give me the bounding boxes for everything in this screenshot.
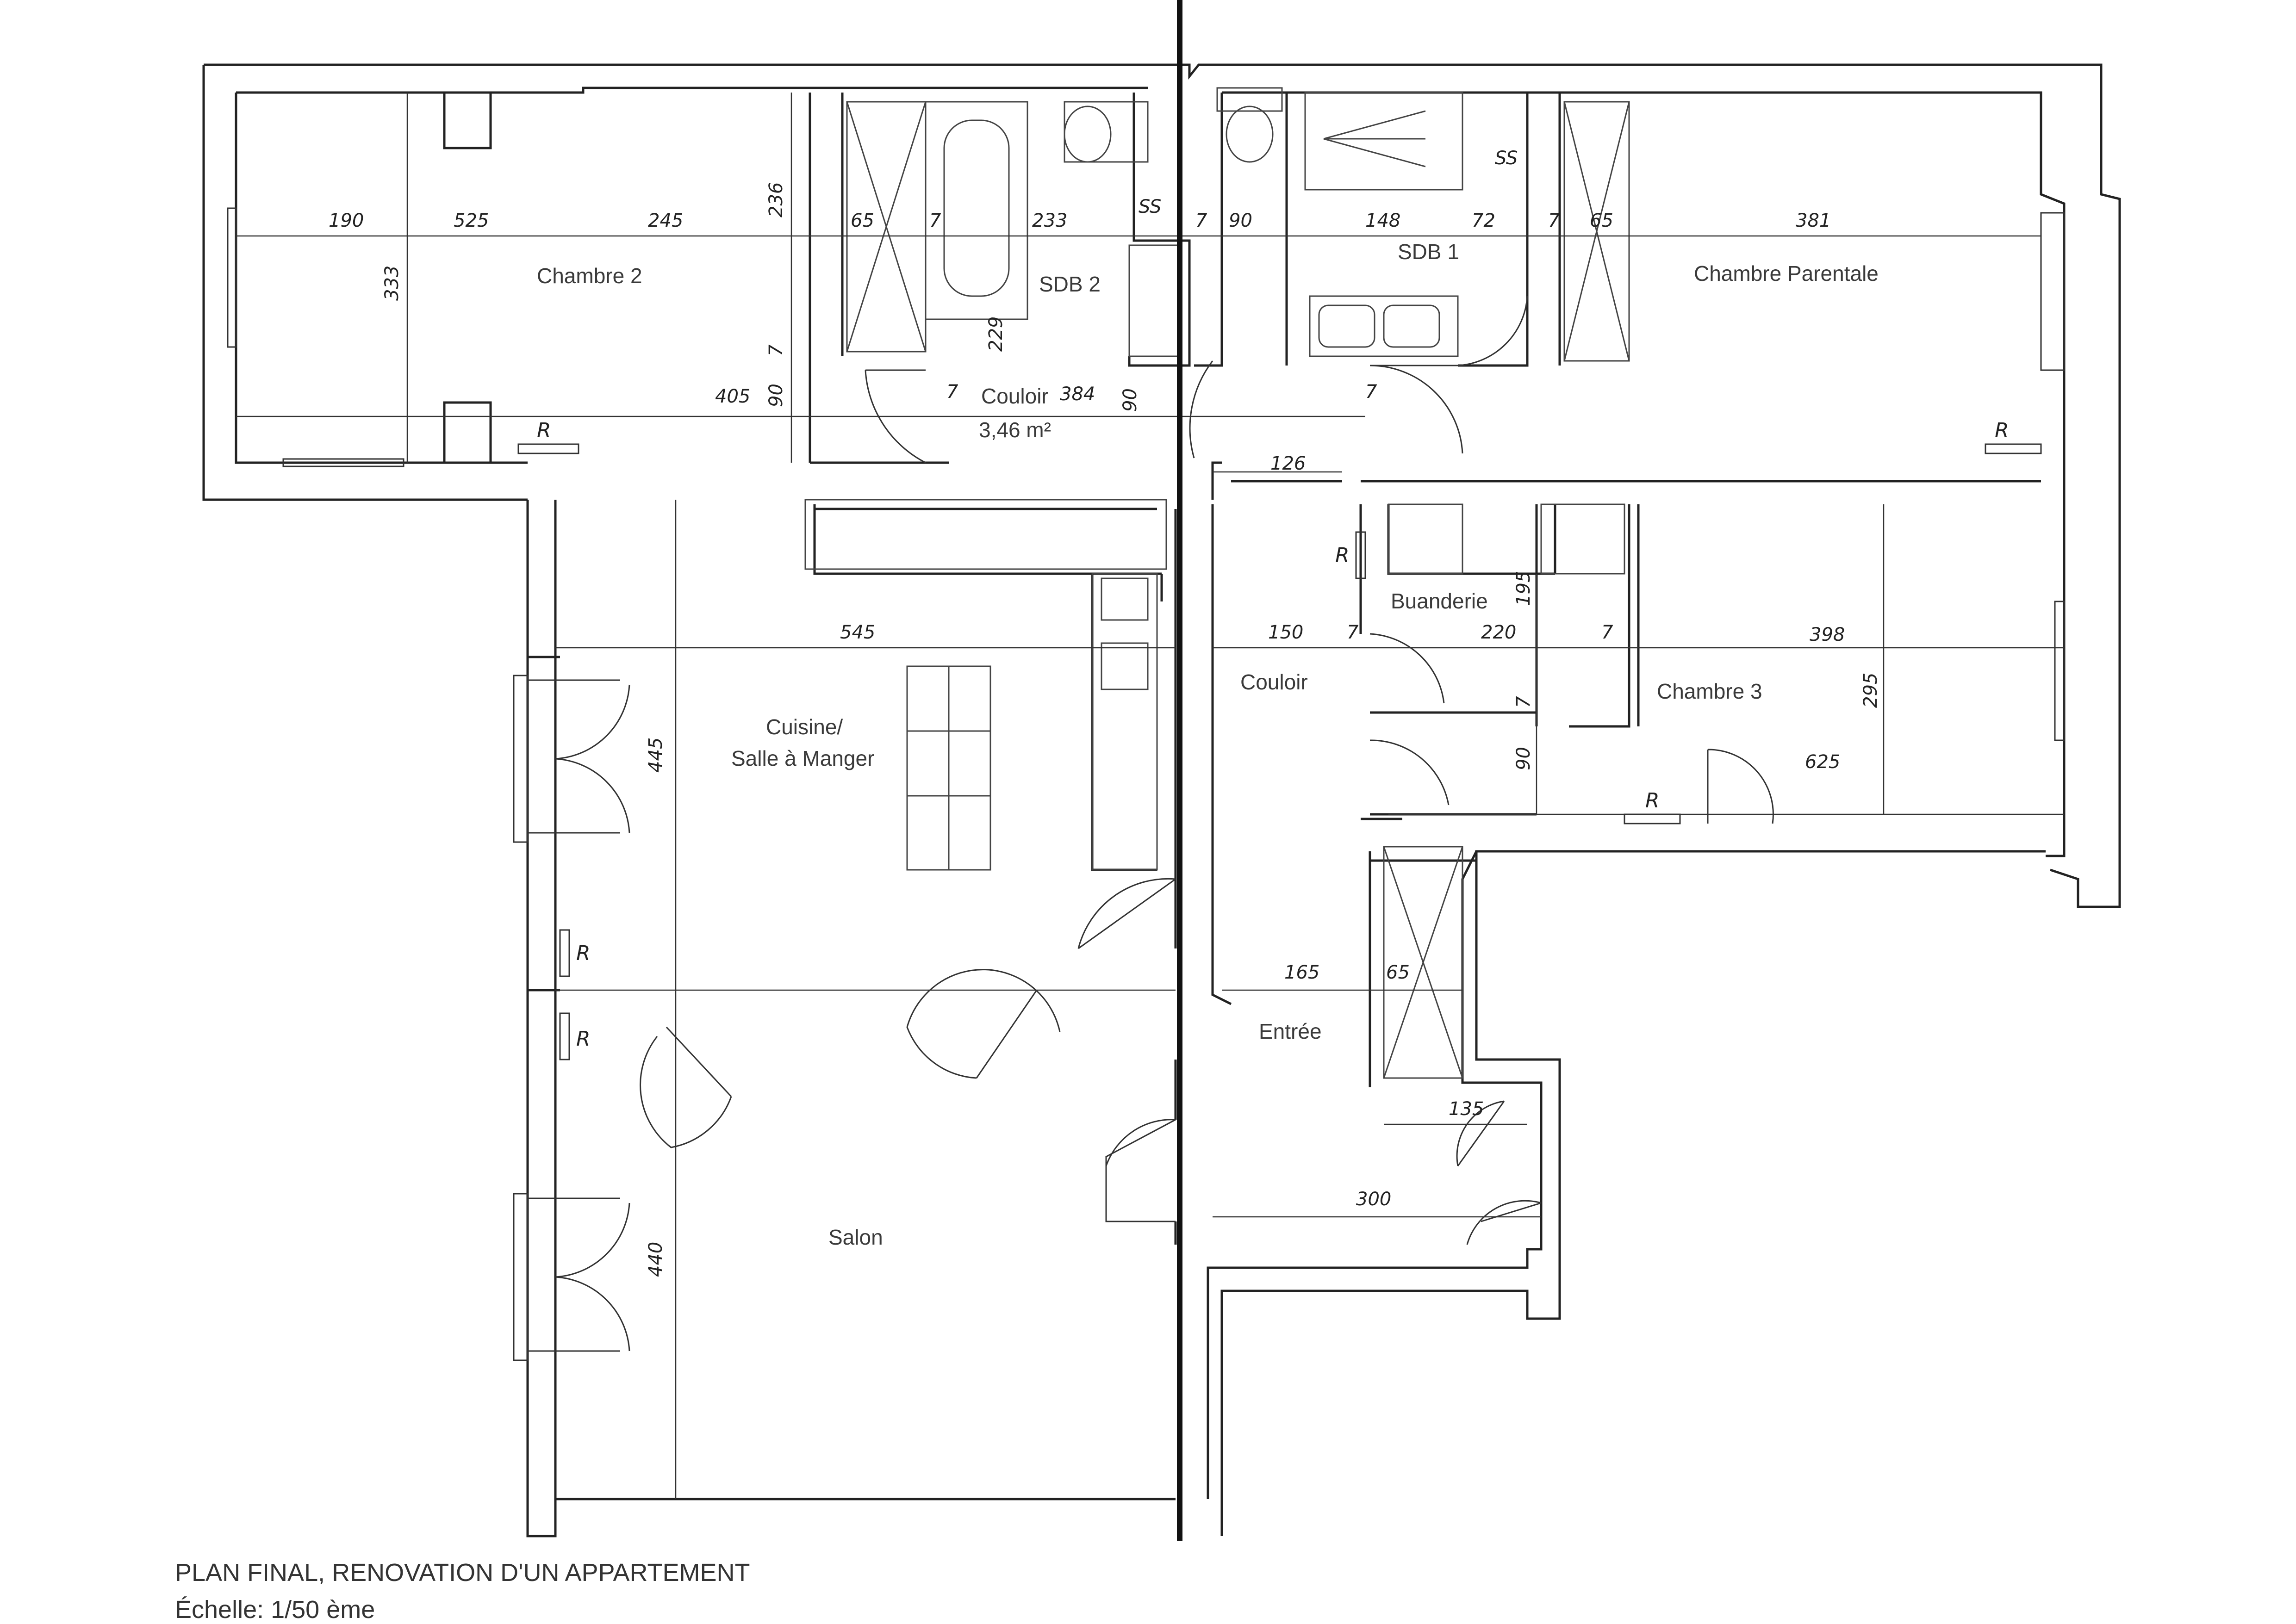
dim-label: 7 <box>1195 210 1207 231</box>
shower-sdb1 <box>1304 92 1463 191</box>
dim-label: 72 <box>1472 210 1495 231</box>
radiator-mark: R <box>576 942 591 965</box>
dim-label: 545 <box>840 622 875 643</box>
dim-label: 65 <box>1386 962 1410 983</box>
room-chambre2: Chambre 2 <box>537 264 642 288</box>
radiator-mark: R <box>537 419 551 442</box>
dim-label: 7 <box>1513 696 1534 708</box>
dim-label: 90 <box>1120 388 1141 412</box>
dimension-labels: 190 525 245 236 333 65 7 233 229 7 90 14… <box>329 182 1881 1277</box>
dim-label: 90 <box>1513 747 1534 770</box>
dim-label: 440 <box>645 1242 666 1277</box>
doors <box>528 296 1774 1352</box>
dim-label: 7 <box>946 381 958 403</box>
room-chambre3: Chambre 3 <box>1657 679 1762 703</box>
dim-label: 126 <box>1270 453 1306 474</box>
bathtub <box>925 101 1028 320</box>
room-buanderie: Buanderie <box>1391 589 1488 613</box>
ss-mark: SS <box>1139 196 1161 217</box>
room-couloir-top-area: 3,46 m² <box>979 418 1051 442</box>
dim-label: 65 <box>1590 210 1613 231</box>
dim-label: 236 <box>765 182 787 217</box>
dim-label: 7 <box>1601 622 1613 643</box>
room-sdb2: SDB 2 <box>1039 272 1101 296</box>
washer <box>1388 503 1463 575</box>
dim-label: 300 <box>1356 1189 1391 1210</box>
dim-label: 148 <box>1365 210 1400 231</box>
room-sdb1: SDB 1 <box>1398 240 1459 264</box>
dim-label: 405 <box>715 386 750 407</box>
wardrobe-entree <box>1383 846 1463 1079</box>
dim-label: 384 <box>1060 384 1095 405</box>
dim-label: 295 <box>1860 673 1881 708</box>
dim-label: 90 <box>1229 210 1252 231</box>
dim-label: 190 <box>329 210 364 231</box>
dim-label: 7 <box>765 344 787 356</box>
dim-label: 65 <box>851 210 874 231</box>
dim-label: 233 <box>1032 210 1067 231</box>
ss-labels: SS SS <box>1139 148 1518 217</box>
dim-label: 625 <box>1805 751 1840 773</box>
dim-label: 7 <box>929 210 941 231</box>
room-cuisine-line1: Cuisine/ <box>766 715 843 739</box>
dim-label: 165 <box>1284 962 1319 983</box>
dim-label: 381 <box>1796 210 1831 231</box>
dim-label: 90 <box>765 384 787 407</box>
room-labels: Chambre 2 SDB 2 Couloir 3,46 m² SDB 1 Ch… <box>537 240 1879 1249</box>
vanity-sdb1 <box>1309 295 1459 357</box>
ss-mark: SS <box>1495 148 1518 169</box>
dim-label: 245 <box>648 210 683 231</box>
dryer <box>1540 503 1625 575</box>
fixtures <box>804 87 1630 1079</box>
dim-label: 150 <box>1268 622 1303 643</box>
exterior-walls <box>202 63 2121 1537</box>
dim-label: 220 <box>1481 622 1516 643</box>
dim-label: 525 <box>454 210 489 231</box>
wc-sdb1 <box>1216 87 1283 112</box>
kitchen-counter-top <box>804 499 1167 570</box>
radiator-labels: R R R R R R R <box>537 419 2009 1051</box>
dim-label: 7 <box>1548 210 1560 231</box>
plan-title: PLAN FINAL, RENOVATION D'UN APPARTEMENT <box>175 1559 750 1587</box>
radiator-mark: R <box>576 1027 591 1051</box>
plan-scale: Échelle: 1/50 ème <box>175 1596 375 1624</box>
dim-label: 333 <box>381 266 403 301</box>
dim-label: 229 <box>985 316 1007 352</box>
dim-label: 7 <box>1365 381 1377 403</box>
wardrobe-parentale <box>1563 101 1630 362</box>
dim-label: 135 <box>1449 1098 1484 1120</box>
dimension-lines <box>236 93 2064 1499</box>
radiator-mark: R <box>1995 419 2009 442</box>
radiator-mark: R <box>1645 789 1660 812</box>
dim-label: 445 <box>645 738 666 773</box>
room-couloir-mid: Couloir <box>1240 670 1308 694</box>
dim-label: 195 <box>1513 571 1534 606</box>
vanity-sdb2 <box>1128 244 1181 357</box>
radiator-mark: R <box>1335 544 1350 567</box>
room-entree: Entrée <box>1259 1019 1322 1043</box>
dim-label: 398 <box>1810 624 1845 645</box>
dim-label: 7 <box>1347 622 1359 643</box>
kitchen-counter-side <box>1091 573 1158 871</box>
windows <box>227 207 2065 1361</box>
room-cuisine-line2: Salle à Manger <box>731 746 874 770</box>
room-chambre-parentale: Chambre Parentale <box>1694 261 1879 285</box>
room-couloir-top: Couloir <box>981 384 1049 408</box>
wc-sdb2 <box>1064 101 1149 163</box>
room-salon: Salon <box>828 1225 883 1249</box>
